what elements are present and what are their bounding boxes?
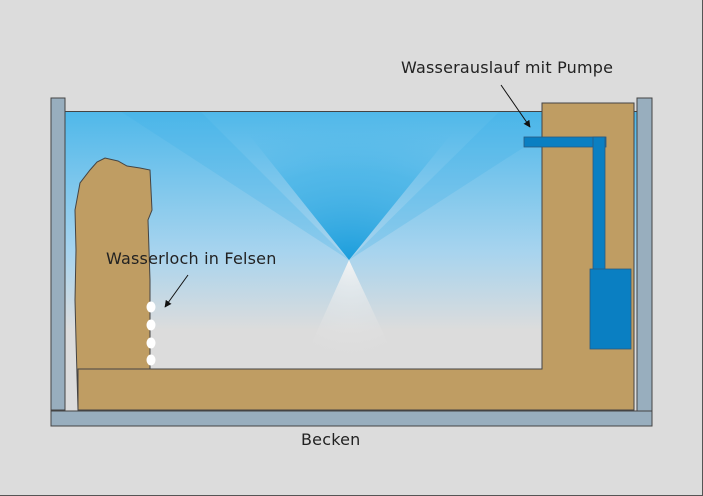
water-hole-label: Wasserloch in Felsen bbox=[106, 249, 277, 268]
basin-wall-right bbox=[636, 97, 653, 412]
basin-floor bbox=[50, 410, 653, 427]
outlet-pipe-vertical bbox=[592, 136, 606, 271]
water-ray bbox=[120, 111, 349, 260]
pump bbox=[589, 268, 632, 350]
pump-arrow bbox=[500, 84, 531, 128]
pump-outlet-label: Wasserauslauf mit Pumpe bbox=[401, 58, 614, 77]
basin-label: Becken bbox=[301, 430, 361, 449]
water-holes bbox=[146, 301, 156, 366]
water-hole bbox=[146, 337, 156, 349]
outlet-pipe-horizontal bbox=[523, 136, 607, 148]
water-highlight-bottom bbox=[300, 260, 400, 369]
hole-arrow bbox=[164, 274, 189, 308]
basin-wall-left bbox=[50, 97, 66, 411]
water-highlight-top bbox=[230, 111, 470, 260]
water-hole bbox=[146, 319, 156, 331]
water-hole bbox=[146, 354, 156, 366]
water-hole bbox=[146, 301, 156, 313]
rock-column bbox=[74, 157, 153, 411]
water-ray bbox=[349, 111, 580, 260]
